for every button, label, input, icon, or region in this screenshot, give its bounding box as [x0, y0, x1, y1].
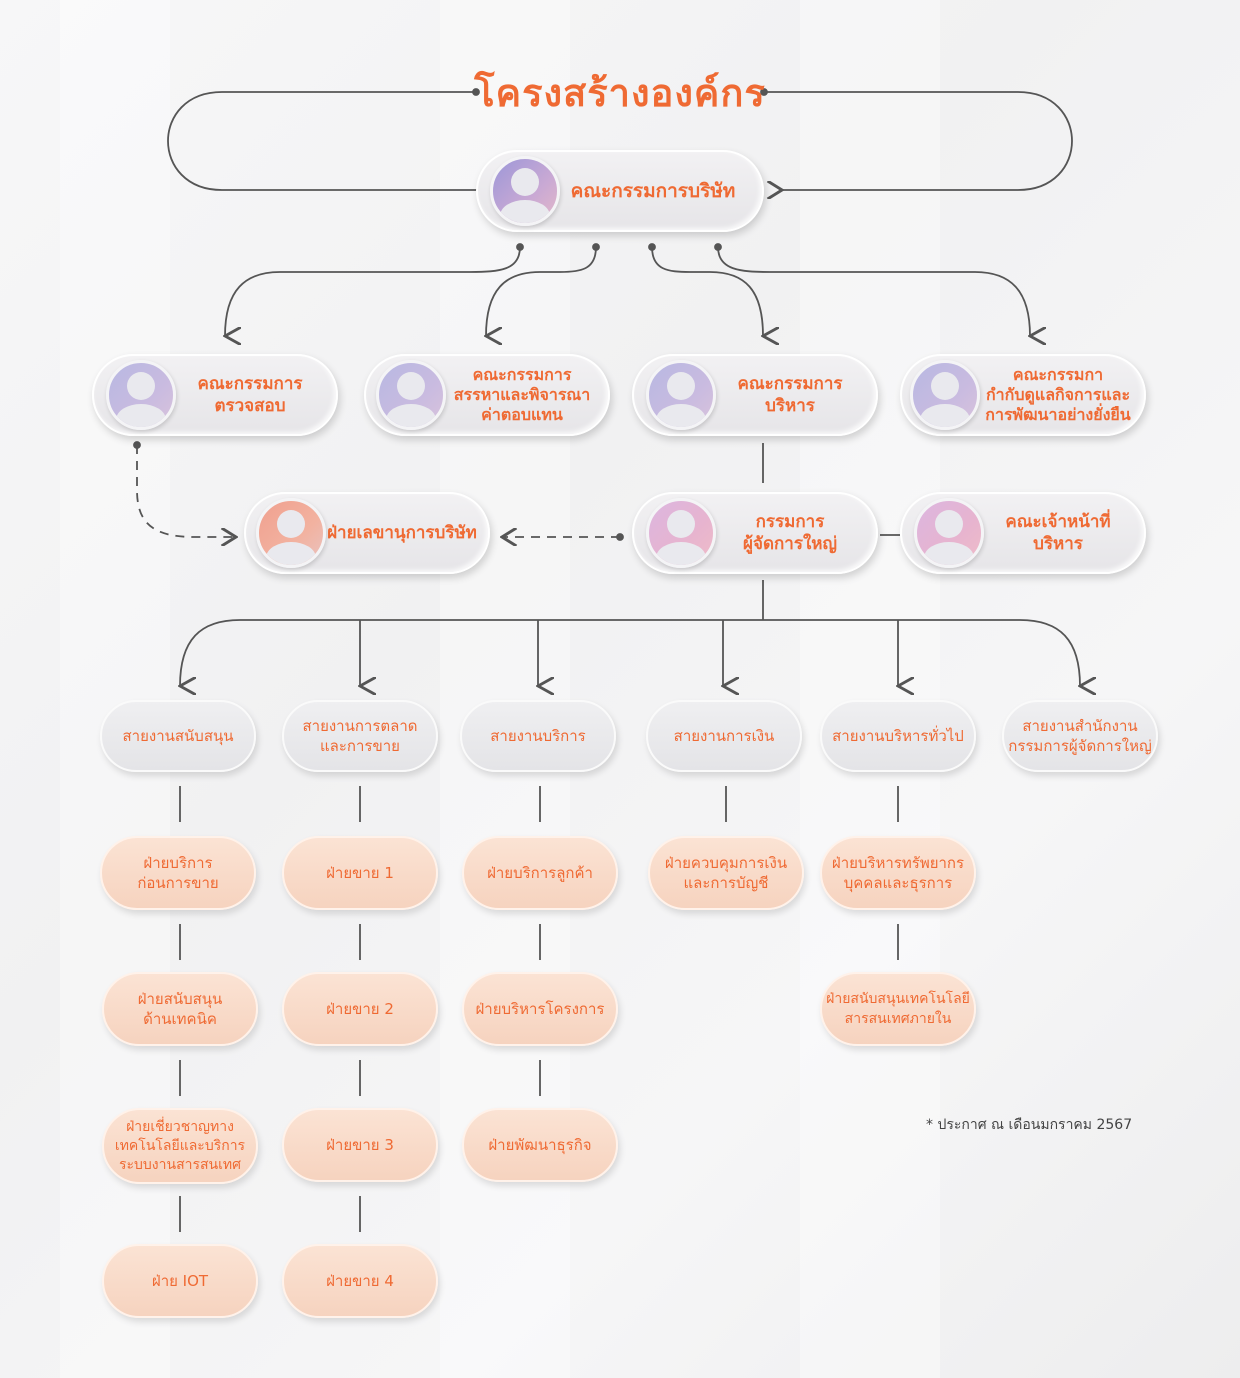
department-node: ฝ่ายเชี่ยวชาญทางเทคโนโลยีและบริการระบบงา…	[102, 1108, 258, 1184]
department-node: ฝ่ายบริหารทรัพยากรบุคคลและธุรการ	[820, 836, 976, 910]
footnote: * ประกาศ ณ เดือนมกราคม 2567	[926, 1117, 1133, 1133]
department-node: ฝ่าย IOT	[102, 1244, 258, 1318]
secretary-label: ฝ่ายเลขานุการบริษัท	[327, 523, 477, 543]
secretary-node: ฝ่ายเลขานุการบริษัท	[244, 492, 490, 574]
department-node: ฝ่ายบริหารโครงการ	[462, 972, 618, 1046]
governance-committee-node: คณะกรรมกากำกับดูแลกิจการและการพัฒนาอย่าง…	[900, 354, 1146, 436]
department-node: ฝ่ายขาย 1	[282, 836, 438, 910]
audit-committee-node: คณะกรรมการตรวจสอบ	[92, 354, 338, 436]
division-node: สายงานการตลาดและการขาย	[282, 700, 438, 772]
division-node: สายงานสำนักงานกรรมการผู้จัดการใหญ่	[1002, 700, 1158, 772]
person-avatar-icon	[376, 360, 446, 430]
department-node: ฝ่ายสนับสนุนด้านเทคนิค	[102, 972, 258, 1046]
division-node: สายงานสนับสนุน	[100, 700, 256, 772]
person-avatar-icon	[256, 498, 326, 568]
person-avatar-icon	[490, 156, 560, 226]
department-node: ฝ่ายบริการก่อนการขาย	[100, 836, 256, 910]
person-avatar-icon	[106, 360, 176, 430]
exec-officers-label: คณะเจ้าหน้าที่บริหาร	[1005, 512, 1111, 554]
governance-committee-label: คณะกรรมกากำกับดูแลกิจการและการพัฒนาอย่าง…	[985, 365, 1131, 424]
department-node: ฝ่ายสนับสนุนเทคโนโลยีสารสนเทศภายใน	[820, 972, 976, 1046]
executive-committee-node: คณะกรรมการบริหาร	[632, 354, 878, 436]
nomination-committee-node: คณะกรรมการสรรหาและพิจารณาค่าตอบแทน	[364, 354, 610, 436]
division-node: สายงานบริการ	[460, 700, 616, 772]
person-avatar-icon	[646, 360, 716, 430]
person-avatar-icon	[914, 498, 984, 568]
person-avatar-icon	[910, 360, 980, 430]
president-node: กรรมการผู้จัดการใหญ่	[632, 492, 878, 574]
department-node: ฝ่ายขาย 3	[282, 1108, 438, 1182]
division-node: สายงานบริหารทั่วไป	[820, 700, 976, 772]
person-avatar-icon	[646, 498, 716, 568]
department-node: ฝ่ายพัฒนาธุรกิจ	[462, 1108, 618, 1182]
exec-officers-node: คณะเจ้าหน้าที่บริหาร	[900, 492, 1146, 574]
board-node: คณะกรรมการบริษัท	[476, 150, 764, 232]
president-label: กรรมการผู้จัดการใหญ่	[743, 512, 837, 554]
division-node: สายงานการเงิน	[646, 700, 802, 772]
nomination-committee-label: คณะกรรมการสรรหาและพิจารณาค่าตอบแทน	[453, 365, 591, 424]
audit-committee-label: คณะกรรมการตรวจสอบ	[197, 374, 303, 416]
board-label: คณะกรรมการบริษัท	[570, 180, 736, 202]
department-node: ฝ่ายขาย 2	[282, 972, 438, 1046]
department-node: ฝ่ายควบคุมการเงินและการบัญชี	[648, 836, 804, 910]
executive-committee-label: คณะกรรมการบริหาร	[737, 374, 843, 416]
department-node: ฝ่ายบริการลูกค้า	[462, 836, 618, 910]
department-node: ฝ่ายขาย 4	[282, 1244, 438, 1318]
page-title: โครงสร้างองค์กร	[474, 71, 766, 115]
